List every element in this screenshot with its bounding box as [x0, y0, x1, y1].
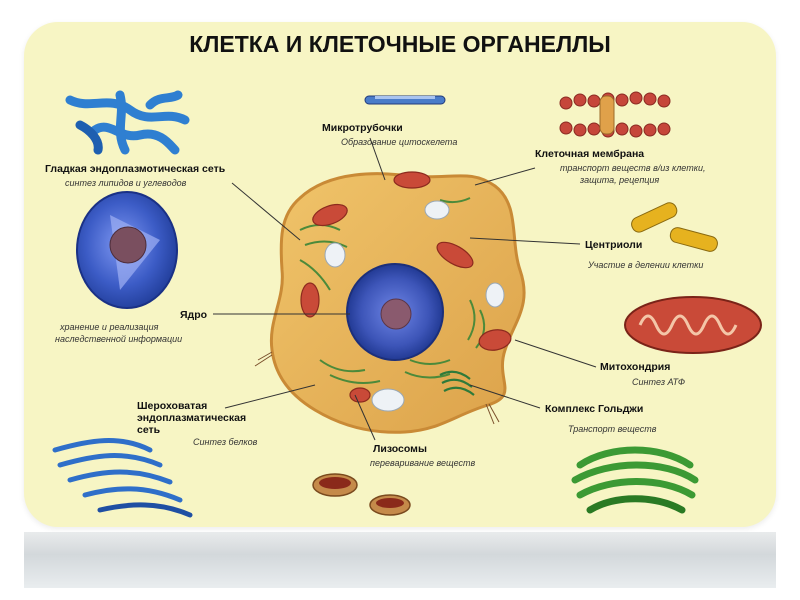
organelle-mitochondria: Митохондрия Синтез АТФ	[600, 361, 685, 387]
organelle-nucleus: Ядро хранение и реализация наследственно…	[55, 309, 207, 344]
microtubule-icon	[364, 95, 446, 105]
label-rough-er-line1: Шероховатая	[137, 400, 207, 412]
organelle-lysosomes: Лизосомы переваривание веществ	[370, 443, 476, 468]
smooth-er-icon	[65, 90, 190, 155]
cell-cilia	[254, 351, 500, 425]
golgi-icon	[571, 446, 699, 514]
desc-cell-membrane-line2: защита, рецепция	[579, 175, 659, 185]
label-centrioles: Центриоли	[585, 239, 642, 251]
desc-golgi: Транспорт веществ	[568, 424, 657, 434]
desc-lysosomes: переваривание веществ	[370, 458, 476, 468]
label-lysosomes: Лизосомы	[373, 443, 427, 455]
page-title: КЛЕТКА И КЛЕТОЧНЫЕ ОРГАНЕЛЛЫ	[189, 31, 611, 57]
central-cell	[254, 171, 526, 434]
organelle-rough-er: Шероховатая эндоплазматическая сеть Синт…	[137, 400, 258, 447]
cell-vacuoles	[324, 200, 505, 412]
label-rough-er-line2: эндоплазматическая	[137, 412, 246, 424]
mitochondrion-icon	[624, 296, 762, 354]
cell-mitochondria	[300, 171, 512, 403]
desc-nucleus-line1: хранение и реализация	[59, 322, 159, 332]
label-cell-membrane: Клеточная мембрана	[535, 148, 644, 160]
poster-reflection	[24, 532, 776, 588]
leader-lines	[213, 137, 597, 441]
label-nucleus: Ядро	[180, 309, 207, 321]
label-smooth-er: Гладкая эндоплазмотическая сеть	[45, 163, 226, 175]
cell-nucleolus	[380, 298, 412, 330]
centriole-icon	[631, 202, 718, 252]
cell-golgi	[439, 370, 475, 396]
organelle-golgi: Комплекс Гольджи Транспорт веществ	[545, 403, 657, 434]
desc-cell-membrane-line1: транспорт веществ в/из клетки,	[560, 163, 705, 173]
cell-er-strands	[299, 197, 486, 384]
rough-er-icon	[52, 438, 193, 518]
organelle-cell-membrane: Клеточная мембрана транспорт веществ в/и…	[535, 148, 705, 185]
desc-microtubules: Образование цитоскелета	[341, 137, 457, 147]
desc-rough-er: Синтез белков	[193, 437, 258, 447]
label-golgi: Комплекс Гольджи	[545, 403, 643, 415]
membrane-icon	[559, 91, 671, 138]
desc-smooth-er: синтез липидов и углеводов	[65, 178, 187, 188]
desc-mitochondria: Синтез АТФ	[632, 377, 685, 387]
desc-centrioles: Участие в делении клетки	[587, 260, 703, 270]
organelle-smooth-er: Гладкая эндоплазмотическая сеть синтез л…	[45, 163, 226, 188]
organelle-microtubules: Микротрубочки Образование цитоскелета	[322, 122, 457, 147]
nucleus-icon	[76, 191, 178, 309]
label-rough-er-line3: сеть	[137, 424, 161, 436]
label-microtubules: Микротрубочки	[322, 122, 403, 134]
lysosome-icon	[312, 473, 411, 516]
label-mitochondria: Митохондрия	[600, 361, 670, 373]
organelle-centrioles: Центриоли Участие в делении клетки	[585, 239, 703, 270]
desc-nucleus-line2: наследственной информации	[55, 334, 182, 344]
